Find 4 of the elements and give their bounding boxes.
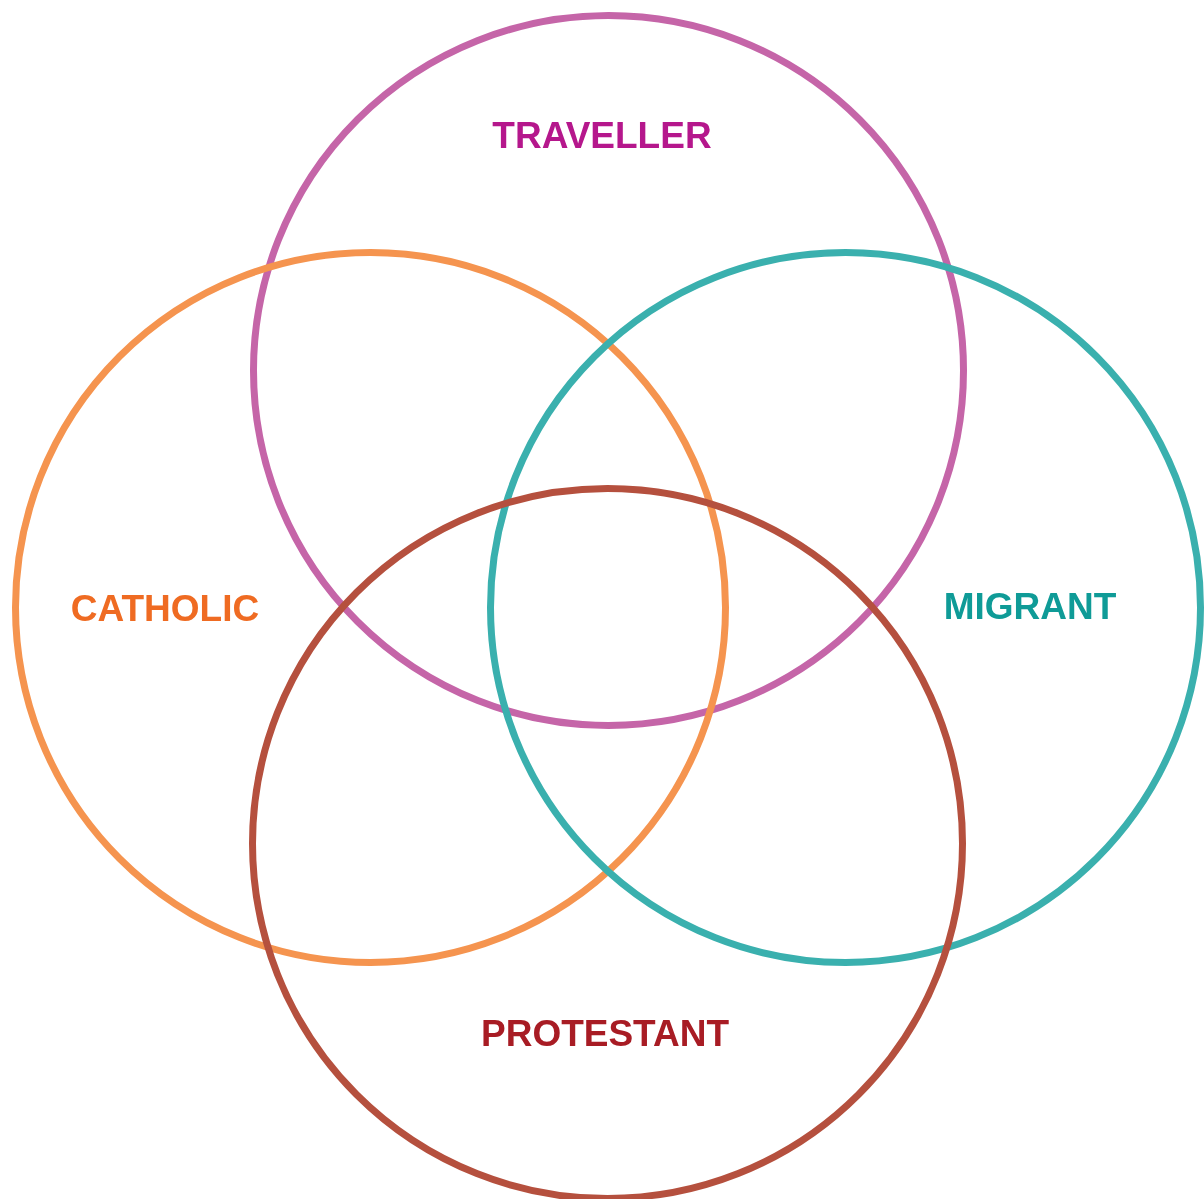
set-label: TRAVELLER [492,116,712,154]
set-label: MIGRANT [943,587,1117,625]
set-label: PROTESTANT [481,1014,729,1052]
set-label: CATHOLIC [70,589,260,627]
